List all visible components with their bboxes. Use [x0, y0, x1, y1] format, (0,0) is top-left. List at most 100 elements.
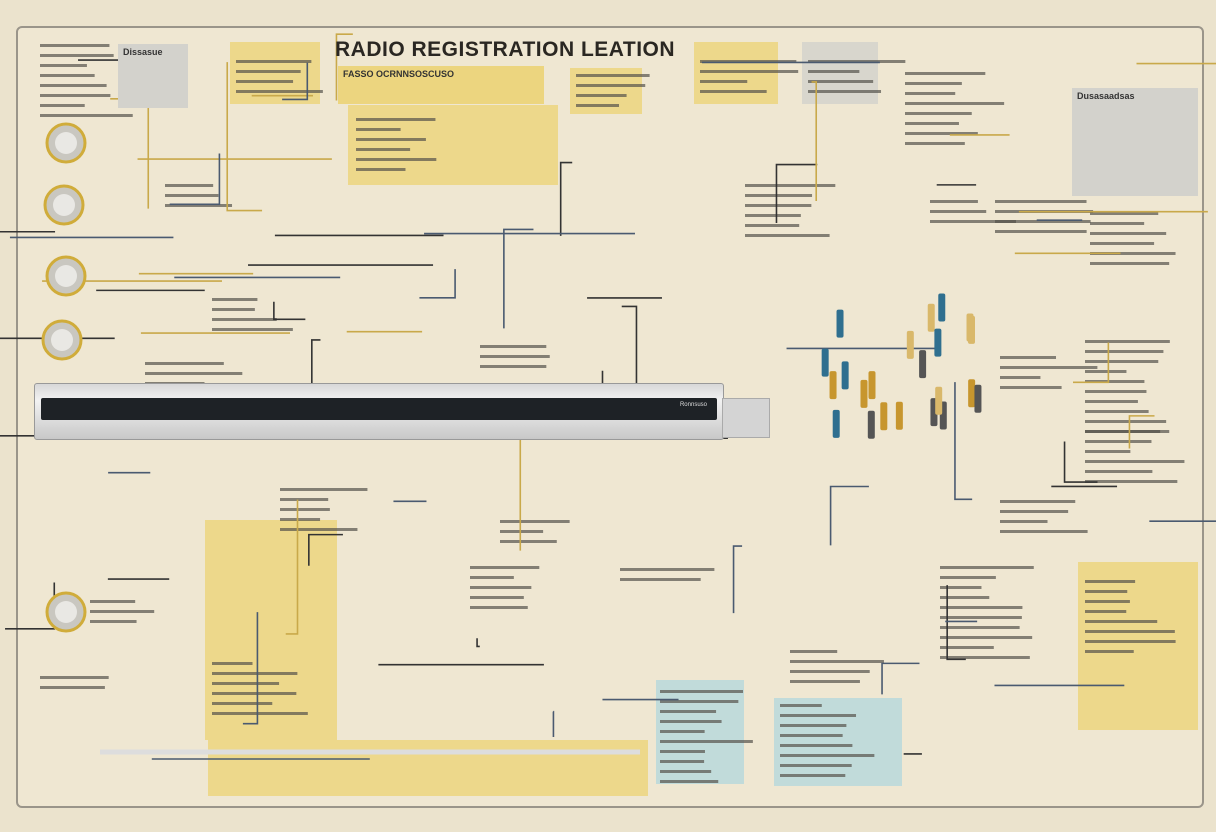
- text-line: [780, 724, 847, 727]
- text-line: [780, 764, 852, 767]
- text-line: [780, 774, 846, 777]
- text-line: [905, 132, 978, 135]
- text-line: [1000, 520, 1048, 523]
- text-line: [1085, 480, 1178, 483]
- text-line: [576, 104, 620, 107]
- text-line: [90, 610, 155, 613]
- text-line: [940, 586, 982, 589]
- text-line: [745, 194, 813, 197]
- text-line: [1085, 580, 1136, 583]
- text-line: [1085, 420, 1167, 423]
- text-line: [1085, 600, 1130, 603]
- text-line: [780, 734, 843, 737]
- text-line: [808, 60, 906, 63]
- text-line: [745, 234, 830, 237]
- text-line: [236, 90, 323, 93]
- text-line: [40, 686, 105, 689]
- text-line: [660, 700, 739, 703]
- wire: [559, 161, 573, 236]
- wire: [419, 269, 456, 299]
- text-line: [700, 60, 797, 63]
- connector-component: [919, 350, 927, 379]
- text-line: [1090, 212, 1159, 215]
- text-line: [780, 744, 853, 747]
- text-line: [808, 90, 882, 93]
- text-line: [1000, 530, 1088, 533]
- text-line: [40, 676, 109, 679]
- wire: [946, 585, 966, 661]
- text-line: [480, 345, 547, 348]
- main-header-text: FASSO OCRNNSOSCUSO: [343, 69, 455, 79]
- text-line: [40, 54, 114, 57]
- text-line: [1000, 500, 1076, 503]
- text-line: [745, 184, 836, 187]
- text-line: [745, 214, 801, 217]
- text-line: [660, 770, 712, 773]
- text-line: [470, 576, 514, 579]
- text-line: [790, 680, 860, 683]
- text-line: [500, 540, 557, 543]
- rack-display-panel: Ronnsuso: [41, 398, 717, 420]
- text-line: [1085, 340, 1170, 343]
- text-line: [1085, 400, 1138, 403]
- text-line: [356, 158, 437, 161]
- text-line: [1085, 630, 1175, 633]
- connector-component: [841, 361, 849, 390]
- connector-component: [935, 386, 943, 415]
- text-line: [780, 714, 857, 717]
- text-line: [470, 566, 540, 569]
- text-line: [576, 94, 627, 97]
- text-line: [745, 204, 812, 207]
- text-line: [40, 64, 87, 67]
- wire: [829, 485, 869, 546]
- text-line: [660, 780, 719, 783]
- text-line: [905, 112, 972, 115]
- text-line: [1085, 440, 1152, 443]
- text-line: [780, 754, 875, 757]
- text-line: [212, 702, 273, 705]
- text-line: [905, 92, 956, 95]
- text-line: [236, 70, 301, 73]
- text-line: [660, 740, 753, 743]
- text-line: [940, 596, 990, 599]
- text-line: [930, 210, 987, 213]
- text-line: [40, 104, 85, 107]
- wire: [811, 81, 818, 202]
- connector-component: [832, 409, 840, 438]
- text-line: [90, 620, 137, 623]
- connector-component: [938, 293, 946, 322]
- text-line: [940, 656, 1030, 659]
- wire: [226, 62, 263, 212]
- note-panel: [1078, 562, 1198, 730]
- left-top-text: Dissasue: [123, 47, 163, 57]
- text-line: [500, 520, 570, 523]
- text-line: [356, 148, 411, 151]
- text-line: [940, 616, 1022, 619]
- text-line: [212, 692, 297, 695]
- wire: [503, 228, 534, 329]
- text-line: [660, 750, 705, 753]
- text-line: [470, 596, 524, 599]
- text-line: [480, 365, 547, 368]
- text-line: [280, 518, 321, 521]
- text-line: [165, 194, 219, 197]
- wire: [476, 638, 480, 648]
- text-line: [660, 730, 705, 733]
- text-line: [995, 200, 1087, 203]
- text-line: [940, 646, 994, 649]
- text-line: [700, 70, 799, 73]
- dial-face: [55, 601, 77, 623]
- text-line: [940, 606, 1023, 609]
- dial-face: [53, 194, 75, 216]
- connector-component: [906, 330, 914, 359]
- text-line: [212, 672, 298, 675]
- wire: [242, 612, 259, 725]
- note-panel: [205, 520, 337, 740]
- connector-component: [974, 384, 982, 413]
- text-line: [1000, 366, 1098, 369]
- text-line: [212, 298, 258, 301]
- text-line: [212, 662, 253, 665]
- text-line: [280, 508, 330, 511]
- text-line: [40, 44, 110, 47]
